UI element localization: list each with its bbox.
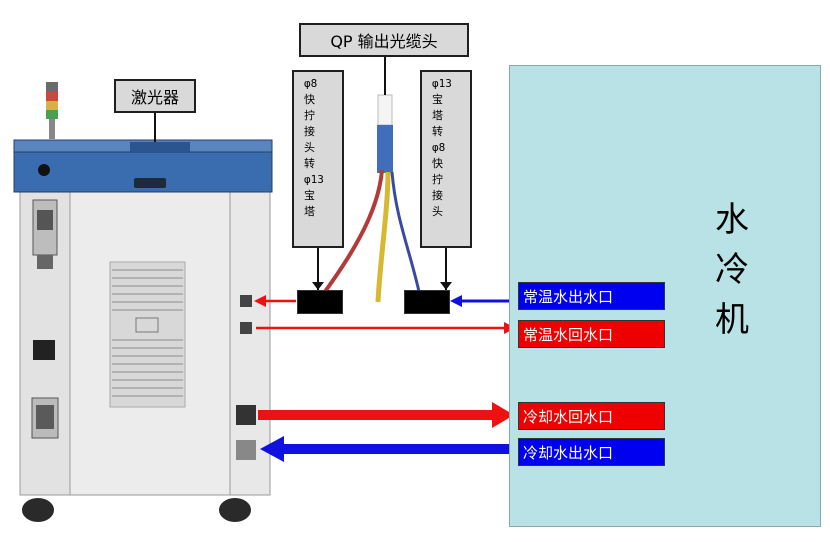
right-adapter-line: 接 [432,189,443,202]
left-adapter-line: φ13 [304,173,324,186]
right-adapter-label: φ13 宝 塔 转 φ8 快 拧 接 头 [420,70,472,248]
left-adapter-line: 转 [304,157,315,170]
signal-tower [46,82,58,139]
laser-label: 激光器 [114,79,196,113]
left-adapter-line: 头 [304,141,315,154]
left-adapter-block [297,290,343,314]
left-adapter-line: φ8 [304,77,318,90]
laser-label-text: 激光器 [130,88,179,107]
qp-cable [320,94,422,303]
right-adapter-line: 转 [432,125,443,138]
port-normal-water-out: 常温水出水口 [518,282,665,310]
qp-head-label: QP 输出光缆头 [299,23,469,57]
chiller-title: 水 冷 机 [707,195,757,345]
port-normal-water-out-label: 常温水出水口 [523,287,614,306]
chiller-title-char: 水 [715,200,749,240]
port-cooling-water-out-label: 冷却水出水口 [523,443,614,462]
port-normal-water-return-label: 常温水回水口 [523,325,614,344]
left-adapter-line: 塔 [304,205,315,218]
left-adapter-line: 快 [304,93,315,106]
right-adapter-line: 塔 [432,109,443,122]
left-adapter-line: 宝 [304,189,315,202]
right-adapter-line: φ8 [432,141,446,154]
right-adapter-line: 拧 [432,173,443,186]
right-adapter-block [404,290,450,314]
left-adapter-line: 接 [304,125,315,138]
port-cooling-water-return-label: 冷却水回水口 [523,407,614,426]
right-adapter-line: 宝 [432,93,443,106]
left-adapter-line: 拧 [304,109,315,122]
chiller-title-char: 冷 [715,250,749,290]
right-adapter-line: φ13 [432,77,452,90]
chiller-title-char: 机 [715,300,749,340]
port-cooling-water-out: 冷却水出水口 [518,438,665,466]
left-adapter-label: φ8 快 拧 接 头 转 φ13 宝 塔 [292,70,344,248]
port-normal-water-return: 常温水回水口 [518,320,665,348]
port-cooling-water-return: 冷却水回水口 [518,402,665,430]
water-arrows [254,295,516,462]
right-adapter-line: 快 [432,157,443,170]
right-adapter-line: 头 [432,205,443,218]
qp-head-label-text: QP 输出光缆头 [330,32,438,51]
